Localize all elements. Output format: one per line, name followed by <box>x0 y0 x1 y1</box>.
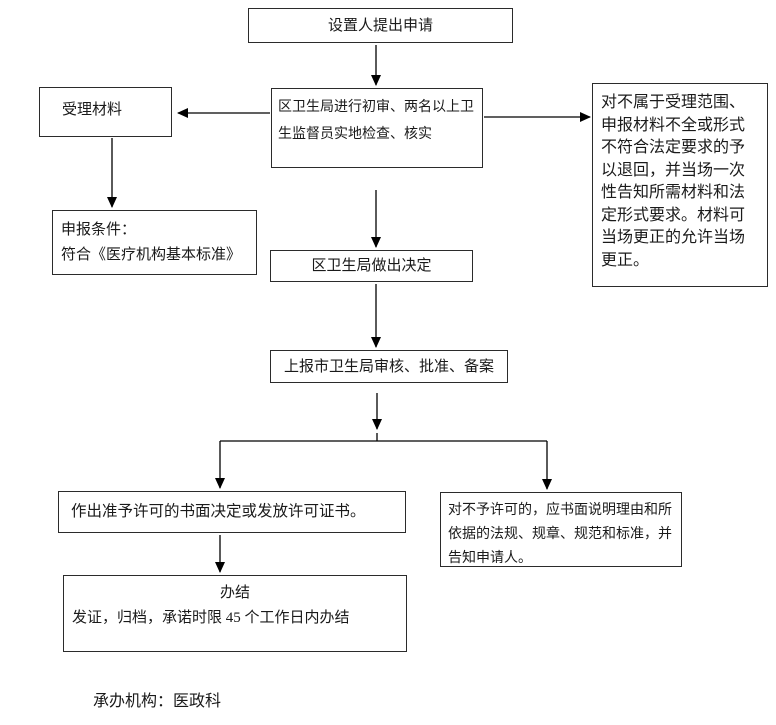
node-application-conditions: 申报条件： 符合《医疗机构基本标准》 <box>52 210 257 275</box>
node-initial-review-label: 区卫生局进行初审、两名以上卫生监督员实地检查、核实 <box>278 100 474 142</box>
node-completion-title: 办结 <box>219 585 250 601</box>
node-applicant-label: 设置人提出申请 <box>327 17 433 34</box>
node-completion: 办结 发证，归档，承诺时限 45 个工作日内办结 <box>63 575 407 652</box>
node-initial-review: 区卫生局进行初审、两名以上卫生监督员实地检查、核实 <box>271 88 483 168</box>
node-accept-materials: 受理材料 <box>39 87 172 137</box>
node-denial-notice: 对不予许可的，应书面说明理由和所依据的法规、规章、规范和标准，并告知申请人。 <box>440 492 682 567</box>
node-conditions-line1: 申报条件： <box>61 222 137 238</box>
undertaking-department-note: 承办机构：医政科 <box>93 693 222 710</box>
node-report-city-label: 上报市卫生局审核、批准、备案 <box>283 358 494 375</box>
node-denial-notice-label: 对不予许可的，应书面说明理由和所依据的法规、规章、规范和标准，并告知申请人。 <box>448 503 672 566</box>
node-district-decision: 区卫生局做出决定 <box>270 250 473 282</box>
node-rejection-notice-label: 对不属于受理范围、申报材料不全或形式不符合法定要求的予以退回，并当场一次性告知所… <box>601 94 746 269</box>
node-district-decision-label: 区卫生局做出决定 <box>311 258 432 274</box>
node-conditions-line2: 符合《医疗机构基本标准》 <box>61 247 242 263</box>
node-grant-decision: 作出准予许可的书面决定或发放许可证书。 <box>58 491 406 533</box>
node-accept-materials-label: 受理材料 <box>62 102 123 118</box>
node-rejection-notice: 对不属于受理范围、申报材料不全或形式不符合法定要求的予以退回，并当场一次性告知所… <box>592 83 768 287</box>
node-report-city: 上报市卫生局审核、批准、备案 <box>270 350 508 383</box>
node-applicant: 设置人提出申请 <box>248 8 513 43</box>
node-grant-decision-label: 作出准予许可的书面决定或发放许可证书。 <box>71 503 366 520</box>
node-completion-detail: 发证，归档，承诺时限 45 个工作日内办结 <box>72 610 350 626</box>
